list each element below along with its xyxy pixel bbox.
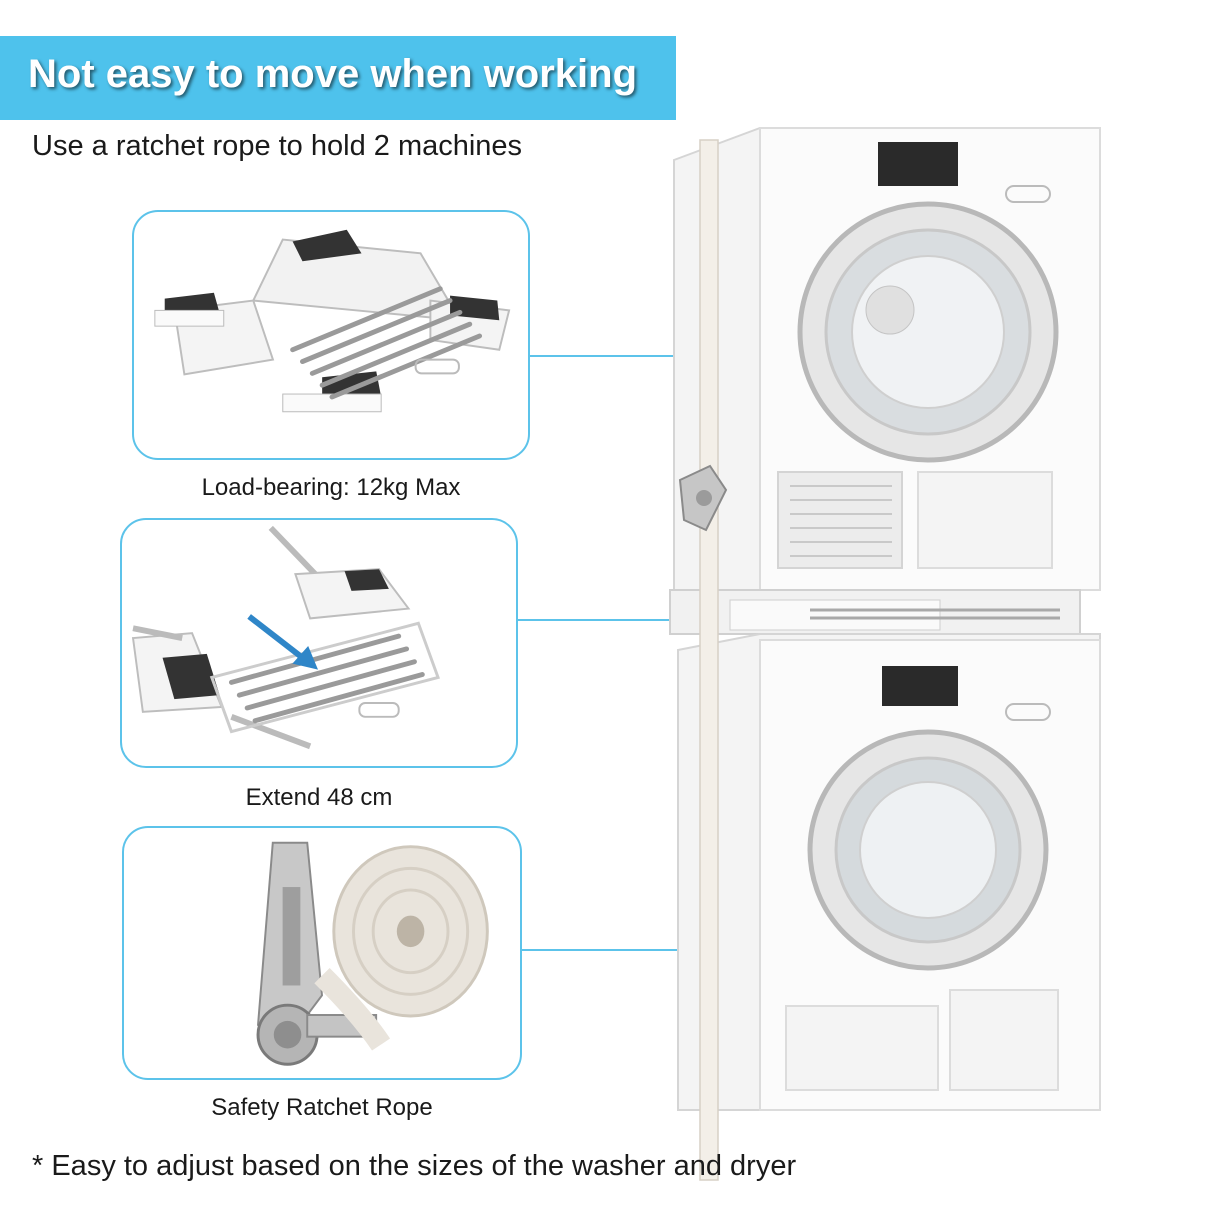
stand-illustration <box>669 589 1081 635</box>
dryer-illustration <box>673 127 1101 591</box>
ratchet-strap-illustration <box>678 139 728 1181</box>
connector-line-frame <box>530 355 679 606</box>
caption-load-bearing: Load-bearing: 12kg Max <box>201 474 461 501</box>
feature-card-ratchet <box>122 826 522 1080</box>
subtitle: Use a ratchet rope to hold 2 machines <box>32 130 523 162</box>
caption-ratchet: Safety Ratchet Rope <box>211 1094 433 1121</box>
extend-frame-image <box>131 525 441 750</box>
feature-card-frame <box>132 210 530 460</box>
stacked-washer-dryer-image <box>669 127 1101 1181</box>
footnote: * Easy to adjust based on the sizes of t… <box>32 1150 797 1182</box>
caption-extend: Extend 48 cm <box>245 784 393 811</box>
banner-title: Not easy to move when working <box>28 52 638 96</box>
ratchet-rope-image <box>256 841 489 1066</box>
washer-illustration <box>677 633 1101 1111</box>
feature-card-extend <box>120 518 518 768</box>
stand-frame-image <box>154 229 511 413</box>
title-banner: Not easy to move when working <box>0 36 676 120</box>
